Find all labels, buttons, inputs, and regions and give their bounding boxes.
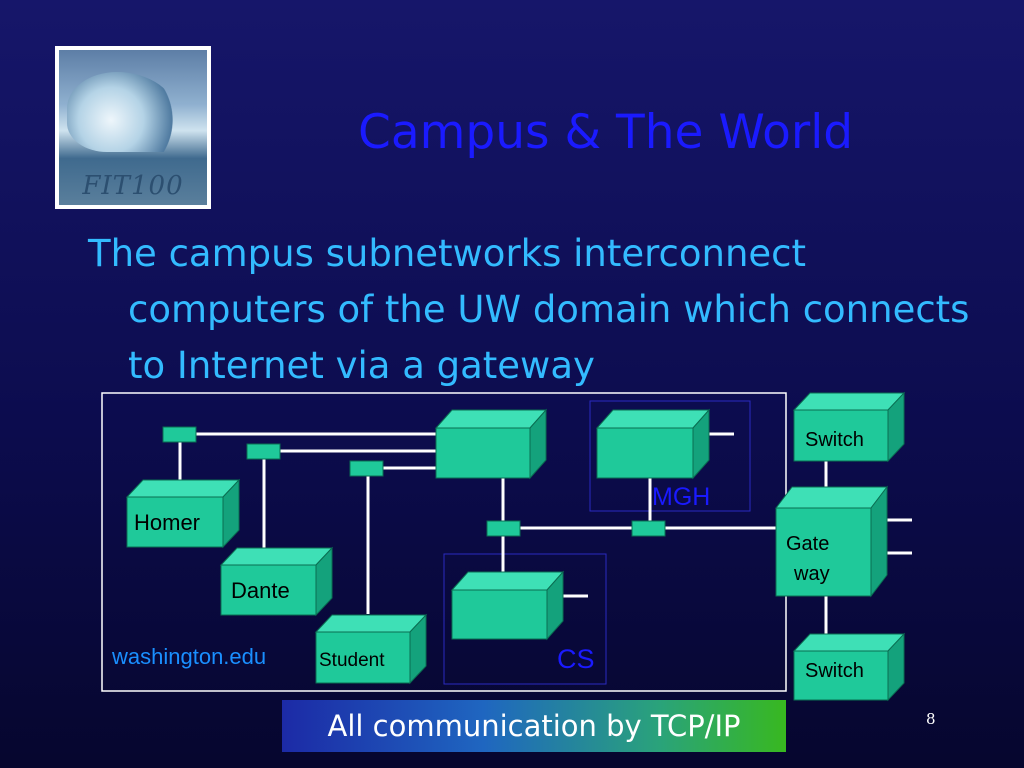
label-dante: Dante xyxy=(231,578,290,603)
wires xyxy=(178,432,912,634)
label-switch-bottom: Switch xyxy=(805,660,864,682)
cs-frame xyxy=(443,553,607,685)
central-router-box xyxy=(434,408,548,480)
dante-box xyxy=(219,546,334,617)
connector-taps xyxy=(162,426,666,537)
label-gateway-2: way xyxy=(793,563,830,585)
switch-top-box xyxy=(792,391,906,463)
tap-student xyxy=(349,460,384,477)
footer-banner: All communication by TCP/IP xyxy=(282,700,786,752)
tap-dante xyxy=(246,443,281,460)
label-cs: CS xyxy=(557,644,595,674)
homer-box xyxy=(125,478,241,549)
fit100-logo: FIT100 xyxy=(55,46,211,209)
label-student: Student xyxy=(319,650,385,671)
body-text: The campus subnetworks interconnect comp… xyxy=(88,232,970,387)
student-box xyxy=(314,613,428,685)
wave-image xyxy=(67,72,177,152)
logo-text: FIT100 xyxy=(82,171,184,201)
label-domain: washington.edu xyxy=(111,644,266,669)
tap-mgh xyxy=(631,520,666,537)
switch-bottom-box xyxy=(792,632,906,702)
mgh-frame xyxy=(589,400,751,512)
cs-box xyxy=(450,570,565,641)
gateway-box xyxy=(774,485,889,598)
tap-cs xyxy=(486,520,521,537)
label-switch-top: Switch xyxy=(805,429,864,451)
slide-number: 8 xyxy=(926,710,936,728)
tap-homer xyxy=(162,426,197,443)
mgh-box xyxy=(595,408,711,480)
label-gateway-1: Gate xyxy=(786,533,829,555)
label-homer: Homer xyxy=(134,510,200,535)
label-mgh: MGH xyxy=(652,483,710,511)
slide-title: Campus & The World xyxy=(358,105,854,160)
